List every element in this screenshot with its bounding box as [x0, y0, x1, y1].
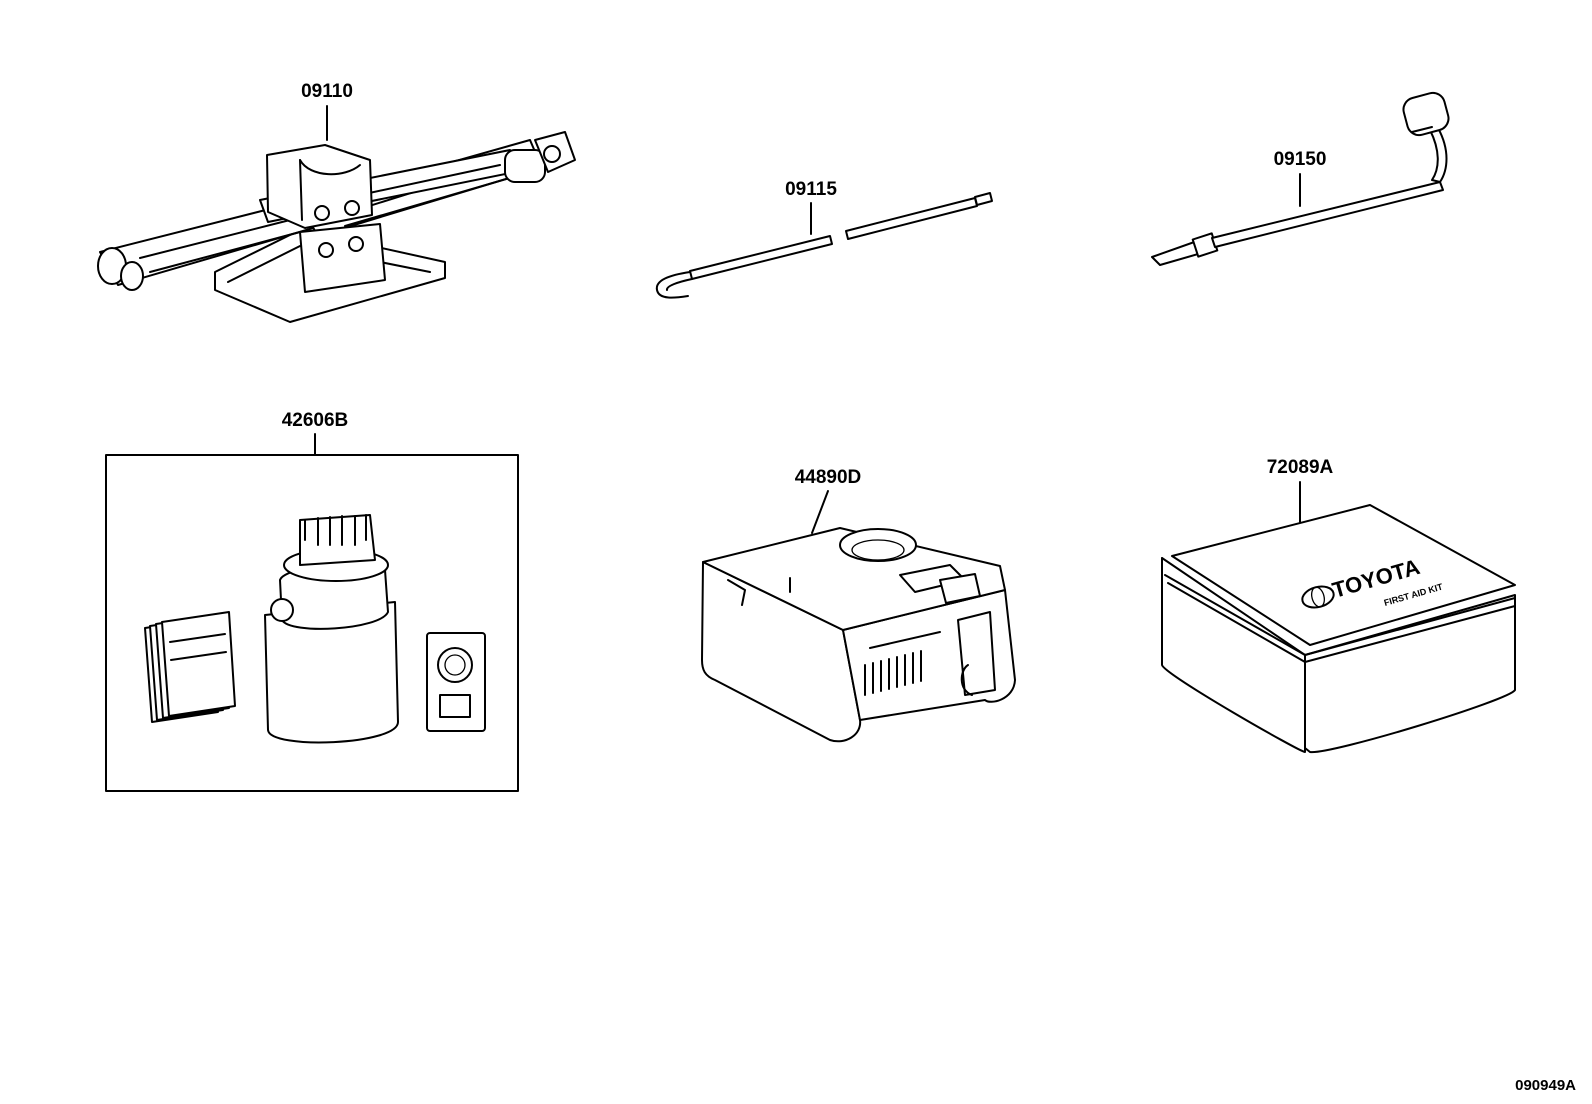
part-label-repair-kit: 42606B — [282, 410, 349, 431]
part-jack-handle[interactable]: 09115 — [655, 179, 993, 299]
part-compressor[interactable]: 44890D — [701, 467, 1016, 743]
part-label-wrench: 09150 — [1274, 149, 1327, 170]
part-repair-kit[interactable]: 42606B — [105, 410, 519, 792]
part-wrench[interactable]: 09150 — [1151, 90, 1451, 266]
part-label-first-aid-kit: 72089A — [1267, 457, 1334, 478]
part-label-jack-handle: 09115 — [785, 179, 837, 200]
jack-drawing — [97, 131, 576, 323]
part-jack[interactable]: 09110 — [97, 81, 576, 323]
wrench-drawing — [1151, 91, 1450, 266]
part-first-aid-kit[interactable]: 72089A TOYOTA FIRST AID KIT — [1161, 457, 1516, 754]
compressor-drawing — [701, 527, 1016, 743]
repair-kit-frame — [105, 454, 519, 792]
part-label-jack: 09110 — [301, 81, 353, 102]
jack-handle-drawing — [655, 192, 993, 299]
repair-kit-drawing — [144, 514, 486, 744]
first-aid-kit-drawing: TOYOTA FIRST AID KIT — [1161, 504, 1516, 754]
part-label-compressor: 44890D — [795, 467, 862, 488]
leader-line-compressor — [811, 490, 829, 534]
diagram-ref-number: 090949A — [1515, 1077, 1576, 1094]
